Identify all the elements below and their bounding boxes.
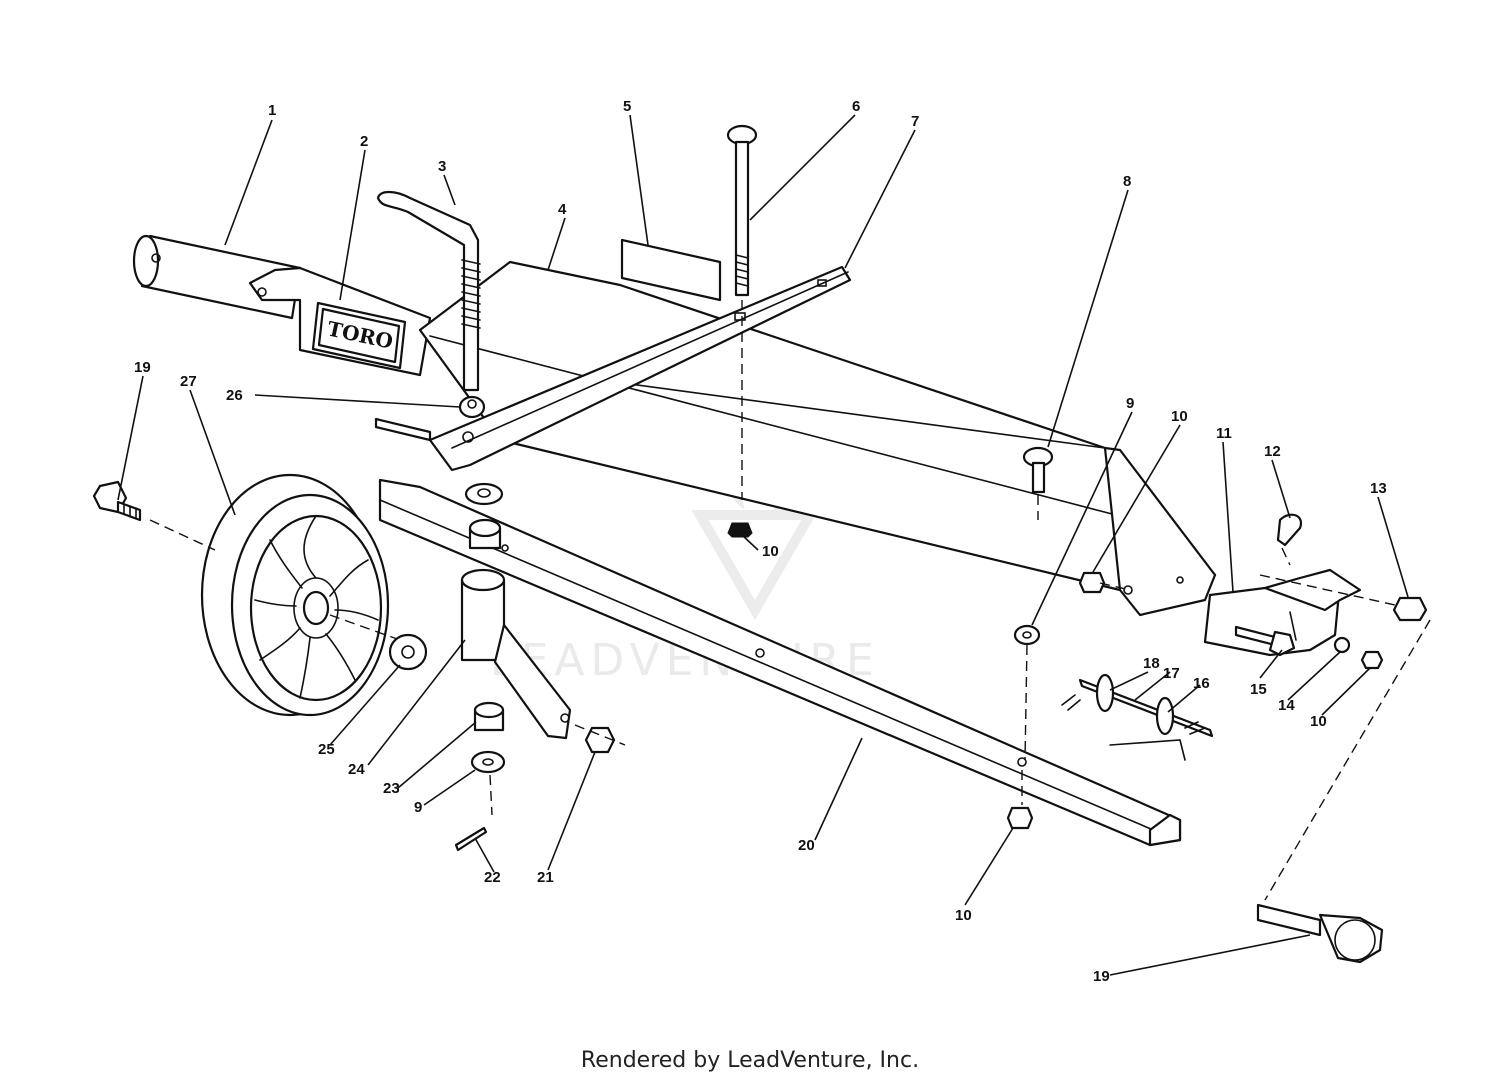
part-10-nut-frame [1078, 571, 1131, 594]
part-27-wheel [149, 473, 401, 717]
part-2-bracket: TORO [248, 266, 432, 377]
part-25-washer [388, 633, 428, 671]
stud [374, 417, 432, 442]
part-19-bolt-right [1256, 903, 1384, 964]
callout-1: 1 [268, 102, 276, 119]
axle-rod [1061, 678, 1214, 738]
part-7-crossbar [428, 265, 852, 472]
part-18-washer [1095, 673, 1115, 713]
part-9-washer-bottom [470, 750, 506, 816]
callout-25: 25 [318, 741, 335, 758]
callout-9: 9 [1126, 395, 1134, 412]
callout-2: 2 [360, 133, 368, 150]
callout-27: 27 [180, 373, 197, 390]
callout-12: 12 [1264, 443, 1281, 460]
part-19-bolt-left [92, 480, 142, 522]
part-10-nut-bottom [1006, 770, 1034, 830]
callout-19-right: 19 [1093, 968, 1110, 985]
part-20-channel [378, 478, 1182, 847]
callout-18: 18 [1143, 655, 1160, 672]
part-3-jbolt [376, 190, 481, 392]
part-17-bracket-lines [1109, 739, 1186, 761]
callout-15: 15 [1250, 681, 1267, 698]
part-9-washer-top [464, 482, 504, 506]
part-26-nut [458, 395, 486, 419]
part-23-bushing-top [468, 518, 502, 550]
callout-21: 21 [537, 869, 554, 886]
part-21-nut [574, 724, 626, 754]
callout-22: 22 [484, 869, 501, 886]
leader-lines [117, 114, 1409, 976]
part-4-frame [418, 260, 1217, 617]
part-23-bushing-bottom [473, 701, 505, 732]
callout-19-left: 19 [134, 359, 151, 376]
callout-10-bottom: 10 [955, 907, 972, 924]
callout-6: 6 [852, 98, 860, 115]
callout-10-right: 10 [1310, 713, 1327, 730]
footer-credit: Rendered by LeadVenture, Inc. [580, 1048, 920, 1073]
part-16-washer [1155, 696, 1175, 736]
callout-13: 13 [1370, 480, 1387, 497]
callout-17: 17 [1163, 665, 1180, 682]
callout-5: 5 [623, 98, 631, 115]
part-13-nut [1259, 574, 1431, 901]
callout-26: 26 [226, 387, 243, 404]
part-6-bolt [726, 124, 758, 500]
callout-10: 10 [1171, 408, 1188, 425]
callout-24: 24 [348, 761, 365, 778]
callout-8: 8 [1123, 173, 1131, 190]
callout-10-center: 10 [762, 543, 779, 560]
callouts: 1 2 3 4 5 6 7 8 9 10 11 12 13 19 27 26 1… [134, 98, 1387, 985]
part-10-nut-center [727, 522, 753, 538]
part-15-bolt [1234, 625, 1296, 657]
callout-7: 7 [911, 113, 919, 130]
part-22-cotter-pin [454, 826, 488, 852]
callout-9-bottom: 9 [414, 799, 422, 816]
part-9-washer-right [1013, 624, 1041, 761]
callout-14: 14 [1278, 697, 1295, 714]
part-8-bolt [1022, 446, 1054, 520]
part-5-plate [620, 238, 722, 302]
part-10-nut-right [1360, 650, 1384, 670]
callout-3: 3 [438, 158, 446, 175]
callout-23: 23 [383, 780, 400, 797]
callout-20: 20 [798, 837, 815, 854]
callout-16: 16 [1193, 675, 1210, 692]
part-24-spindle [460, 568, 572, 740]
callout-11: 11 [1216, 425, 1232, 442]
parts-diagram: LEADVENTURE TORO [92, 98, 1431, 985]
part-12-hitch-pin [1276, 513, 1303, 566]
callout-4: 4 [558, 201, 567, 218]
part-14-washer [1333, 636, 1351, 654]
